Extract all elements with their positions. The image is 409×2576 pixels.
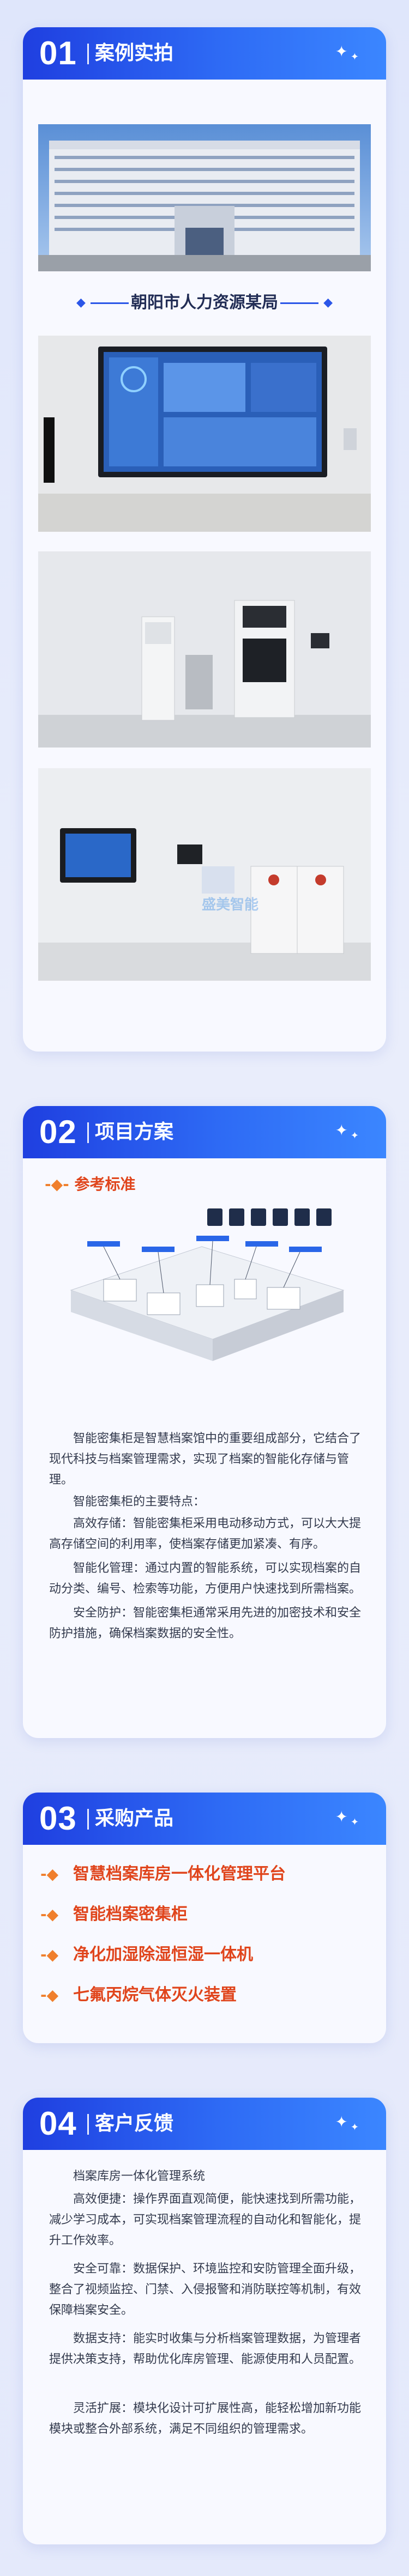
section-number: 02	[39, 1114, 77, 1150]
section-header: 03 采购产品 ✦ ✦	[23, 1793, 386, 1845]
storage-diagram	[38, 1198, 371, 1415]
section-number: 01	[39, 35, 77, 71]
product-label: 智能档案密集柜	[73, 1905, 188, 1924]
arrow-right-icon: -◆	[40, 1946, 59, 1964]
product-item: -◆ 智能档案密集柜	[40, 1903, 188, 1927]
plan-paragraph-5: 安全防护：智能密集柜通常采用先进的加密技术和安全防护措施，确保档案数据的安全性。	[49, 1606, 362, 1641]
section-number: 03	[39, 1800, 77, 1837]
product-label: 净化加湿除湿恒湿一体机	[73, 1945, 253, 1964]
section-plan: 02 项目方案 ✦ ✦ -◆- 参考标准	[23, 1106, 386, 1738]
sparkle-small-icon: ✦	[350, 51, 359, 63]
building-photo	[38, 124, 371, 271]
sparkle-icon: ✦	[335, 1121, 348, 1139]
product-item: -◆ 七氟丙烷气体灭火装置	[40, 1983, 237, 2007]
sparkle-icon: ✦	[335, 1808, 348, 1826]
header-divider	[87, 1809, 89, 1830]
section-header: 04 客户反馈 ✦ ✦	[23, 2098, 386, 2150]
header-divider	[87, 44, 89, 64]
feedback-paragraph-1: 档案库房一体化管理系统	[73, 2170, 206, 2183]
caption-rule-left	[91, 302, 129, 304]
diamond-right-icon: ◆	[323, 296, 333, 309]
arrow-right-icon: -◆	[40, 1865, 59, 1883]
sparkle-small-icon: ✦	[350, 1130, 359, 1141]
section-header: 02 项目方案 ✦ ✦	[23, 1106, 386, 1158]
section-case: 01 案例实拍 ✦ ✦	[23, 27, 386, 1052]
arrow-right-icon: -◆-	[45, 1175, 69, 1193]
feedback-paragraph-2: 高效便捷：操作界面直观简便，能快速找到所需功能，减少学习成本，可实现档案管理流程…	[49, 2192, 362, 2247]
sparkle-small-icon: ✦	[350, 1816, 359, 1828]
arrow-right-icon: -◆	[40, 1905, 59, 1923]
section-title: 采购产品	[95, 1807, 174, 1830]
diamond-left-icon: ◆	[76, 296, 86, 309]
sparkle-icon: ✦	[335, 2113, 348, 2131]
equipment-photo	[38, 551, 371, 748]
feedback-paragraph-4: 数据支持：能实时收集与分析档案管理数据，为管理者提供决策支持，帮助优化库房管理、…	[49, 2332, 362, 2366]
feedback-paragraph-3: 安全可靠：数据保护、环境监控和安防管理全面升级，整合了视频监控、门禁、入侵报警和…	[49, 2262, 362, 2317]
section-number: 04	[39, 2105, 77, 2142]
sparkle-icon: ✦	[335, 42, 348, 60]
watermark-logo: 盛美智能	[202, 897, 259, 913]
reference-label: -◆- 参考标准	[45, 1174, 136, 1195]
feedback-paragraph-5: 灵活扩展：模块化设计可扩展性高，能轻松增加新功能模块或整合外部系统，满足不同组织…	[49, 2402, 362, 2436]
section-feedback: 04 客户反馈 ✦ ✦ 档案库房一体化管理系统 高效便捷：操作界面直观简便，能快…	[23, 2098, 386, 2544]
section-title: 案例实拍	[95, 42, 174, 64]
product-item: -◆ 智慧档案库房一体化管理平台	[40, 1862, 286, 1886]
caption-rule-right	[280, 302, 318, 304]
caption-text: 朝阳市人力资源某局	[131, 293, 278, 312]
section-title: 客户反馈	[95, 2112, 174, 2135]
product-label: 智慧档案库房一体化管理平台	[73, 1864, 286, 1884]
plan-paragraph-2: 智能密集柜的主要特点：	[73, 1495, 206, 1509]
section-title: 项目方案	[95, 1121, 174, 1143]
control-room-photo	[38, 336, 371, 532]
panel-photo: 盛美智能	[38, 768, 371, 981]
arrow-right-icon: -◆	[40, 1986, 59, 2004]
product-label: 七氟丙烷气体灭火装置	[73, 1985, 237, 2004]
reference-text: 参考标准	[74, 1175, 136, 1193]
plan-paragraph-3: 高效存储：智能密集柜采用电动移动方式，可以大大提高存储空间的利用率，使档案存储更…	[49, 1517, 362, 1551]
plan-paragraph-4: 智能化管理：通过内置的智能系统，可以实现档案的自动分类、编号、检索等功能，方便用…	[49, 1562, 362, 1596]
section-header: 01 案例实拍 ✦ ✦	[23, 27, 386, 80]
case-caption: ◆ 朝阳市人力资源某局 ◆	[38, 287, 371, 319]
header-divider	[87, 2114, 89, 2135]
section-products: 03 采购产品 ✦ ✦ -◆ 智慧档案库房一体化管理平台 -◆ 智能档案密集柜 -◆…	[23, 1793, 386, 2043]
product-item: -◆ 净化加湿除湿恒湿一体机	[40, 1943, 253, 1967]
plan-paragraph-1: 智能密集柜是智慧档案馆中的重要组成部分，它结合了现代科技与档案管理需求，实现了档…	[49, 1432, 362, 1487]
header-divider	[87, 1122, 89, 1143]
sparkle-small-icon: ✦	[350, 2122, 359, 2133]
